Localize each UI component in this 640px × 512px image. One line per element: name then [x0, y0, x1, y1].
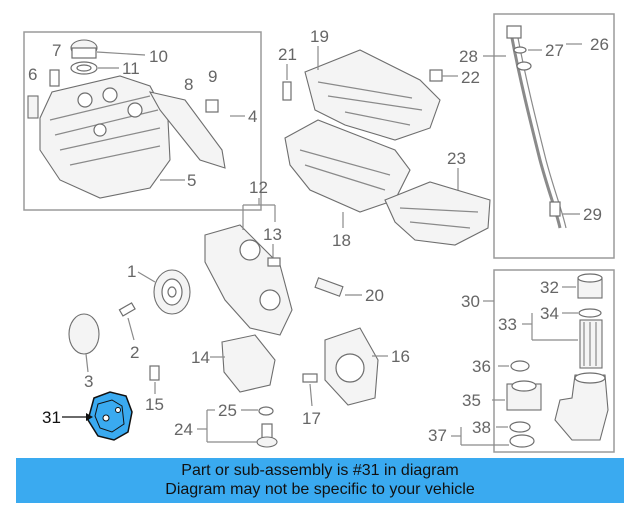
label-20: 20: [365, 286, 384, 305]
label-5: 5: [187, 171, 196, 190]
label-27: 27: [545, 41, 564, 60]
label-34: 34: [540, 304, 559, 323]
cap-o-ring[interactable]: [578, 308, 602, 318]
label-29: 29: [583, 205, 602, 224]
valve-cover-gasket[interactable]: [148, 91, 226, 169]
label-11: 11: [122, 59, 140, 78]
crankshaft-seal[interactable]: [68, 313, 100, 355]
label-9: 9: [208, 67, 217, 86]
label-4: 4: [248, 107, 257, 126]
label-33: 33: [498, 315, 517, 334]
cooler-seal-38[interactable]: [509, 421, 531, 433]
label-6: 6: [28, 65, 37, 84]
label-36: 36: [472, 357, 491, 376]
o-ring-36[interactable]: [510, 360, 530, 372]
rear-seal-housing[interactable]: [324, 327, 379, 406]
info-banner: Part or sub-assembly is #31 in diagram D…: [16, 458, 624, 503]
dipstick-group-box: [493, 13, 615, 259]
oil-filter-housing[interactable]: [554, 372, 609, 441]
cap-seal-inner: [76, 64, 92, 72]
label-22: 22: [461, 68, 480, 87]
oil-filter-element[interactable]: [579, 319, 603, 369]
sensor[interactable]: [27, 95, 39, 119]
label-23: 23: [447, 149, 466, 168]
oil-filler-cap[interactable]: [70, 39, 98, 59]
label-35: 35: [462, 391, 481, 410]
label-19: 19: [310, 27, 329, 46]
sensor-seal[interactable]: [258, 406, 274, 416]
label-3: 3: [84, 372, 93, 391]
label-25: 25: [218, 401, 237, 420]
valve-cover-group-box: [23, 31, 262, 211]
timing-cover[interactable]: [204, 224, 293, 336]
label-31: 31: [42, 408, 61, 427]
oil-pan-upper[interactable]: [304, 49, 441, 141]
drain-plug[interactable]: [429, 69, 443, 82]
highlighted-part-31[interactable]: [87, 391, 133, 441]
oil-filter-group-box: [493, 269, 615, 453]
lower-timing-cover[interactable]: [221, 334, 276, 393]
dipstick-clip[interactable]: [549, 201, 561, 217]
label-37: 37: [428, 426, 447, 445]
dipstick-seal[interactable]: [513, 46, 527, 54]
label-7: 7: [52, 41, 61, 60]
banner-line-1: Part or sub-assembly is #31 in diagram: [181, 462, 459, 479]
label-13: 13: [263, 225, 282, 244]
oil-filter-cap[interactable]: [577, 273, 603, 299]
label-2: 2: [130, 343, 139, 362]
dipstick-o-ring[interactable]: [516, 61, 532, 71]
banner-line-2: Diagram may not be specific to your vehi…: [165, 481, 475, 498]
pulley-bolt[interactable]: [118, 302, 136, 317]
label-16: 16: [391, 347, 410, 366]
leader-2: [127, 317, 135, 341]
oil-level-sensor[interactable]: [256, 423, 278, 448]
label-18: 18: [332, 231, 351, 250]
label-1: 1: [127, 262, 136, 281]
oil-pan-bolt[interactable]: [282, 81, 292, 101]
label-8: 8: [184, 75, 193, 94]
pcv-valve[interactable]: [49, 69, 60, 87]
label-14: 14: [191, 348, 210, 367]
oil-cooler[interactable]: [506, 380, 542, 411]
bolt-9[interactable]: [205, 99, 219, 113]
baffle-detail: [399, 207, 479, 229]
label-10: 10: [149, 47, 168, 66]
label-38: 38: [472, 418, 491, 437]
label-17: 17: [302, 409, 321, 428]
label-32: 32: [540, 278, 559, 297]
bolt-15[interactable]: [149, 365, 160, 381]
leader-3: [85, 353, 89, 373]
label-30: 30: [461, 292, 480, 311]
crankshaft-pulley[interactable]: [153, 269, 191, 315]
label-28: 28: [459, 47, 478, 66]
arrowhead-31: [86, 413, 93, 421]
cooler-seal-37[interactable]: [509, 434, 535, 448]
label-15: 15: [145, 395, 164, 414]
oil-baffle[interactable]: [384, 181, 491, 246]
label-24: 24: [174, 420, 193, 439]
gasket-20[interactable]: [314, 277, 344, 297]
label-26: 26: [590, 35, 609, 54]
valve-cover[interactable]: [39, 75, 171, 199]
leader-10: [96, 51, 146, 56]
cover-clip[interactable]: [267, 257, 281, 267]
label-12: 12: [249, 178, 268, 197]
label-21: 21: [278, 45, 297, 64]
bolt-17[interactable]: [302, 373, 318, 383]
oil-pan-lower[interactable]: [284, 119, 411, 213]
leader-17: [309, 383, 313, 407]
leader-1: [137, 271, 156, 283]
